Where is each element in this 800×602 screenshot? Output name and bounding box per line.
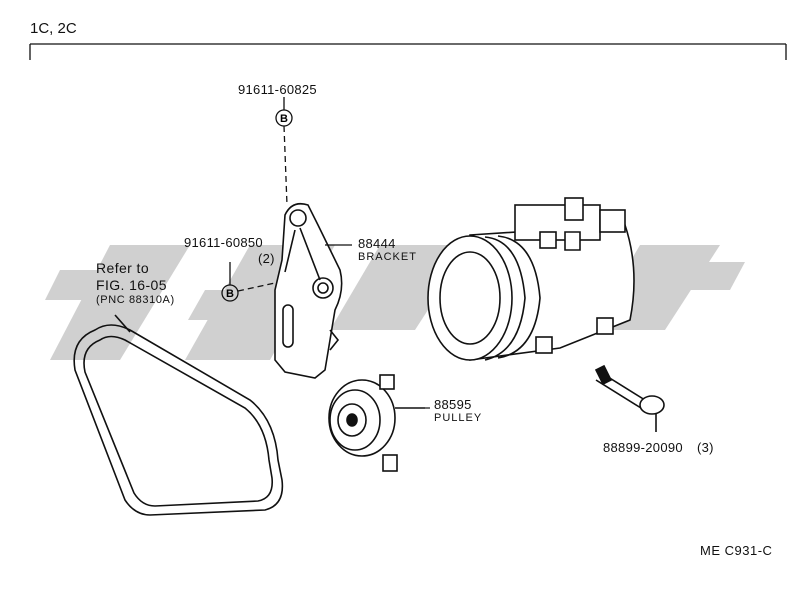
part-name-bracket: BRACKET	[358, 251, 417, 263]
callout-b-left	[221, 262, 276, 302]
part-number-compressor-bolt: 88899-20090	[603, 440, 683, 455]
model-header: 1C, 2C	[30, 20, 77, 37]
callout-b-left-letter: B	[226, 288, 234, 300]
bracket-part	[274, 202, 343, 379]
part-qty-compressor-bolt: (3)	[697, 440, 714, 455]
part-number-pulley: 88595	[434, 397, 472, 412]
callout-b-top-letter: B	[280, 113, 288, 125]
v-belt-part	[73, 314, 284, 516]
pulley-part	[328, 374, 425, 472]
reference-line-1: Refer to	[96, 260, 149, 276]
reference-line-3: (PNC 88310A)	[96, 294, 175, 306]
header-rule	[29, 43, 787, 60]
part-number-bracket: 88444	[358, 236, 396, 251]
figure-code: ME C931-C	[700, 543, 773, 558]
part-name-pulley: PULLEY	[434, 412, 483, 424]
compressor-bolt-part	[594, 364, 665, 432]
compressor-part	[427, 197, 635, 361]
part-qty-bolt-left: (2)	[258, 251, 275, 266]
part-number-bolt-top: 91611-60825	[238, 82, 317, 97]
reference-line-2: FIG. 16-05	[96, 277, 167, 293]
callout-b-top	[275, 97, 293, 206]
part-number-bolt-left: 91611-60850	[184, 235, 263, 250]
